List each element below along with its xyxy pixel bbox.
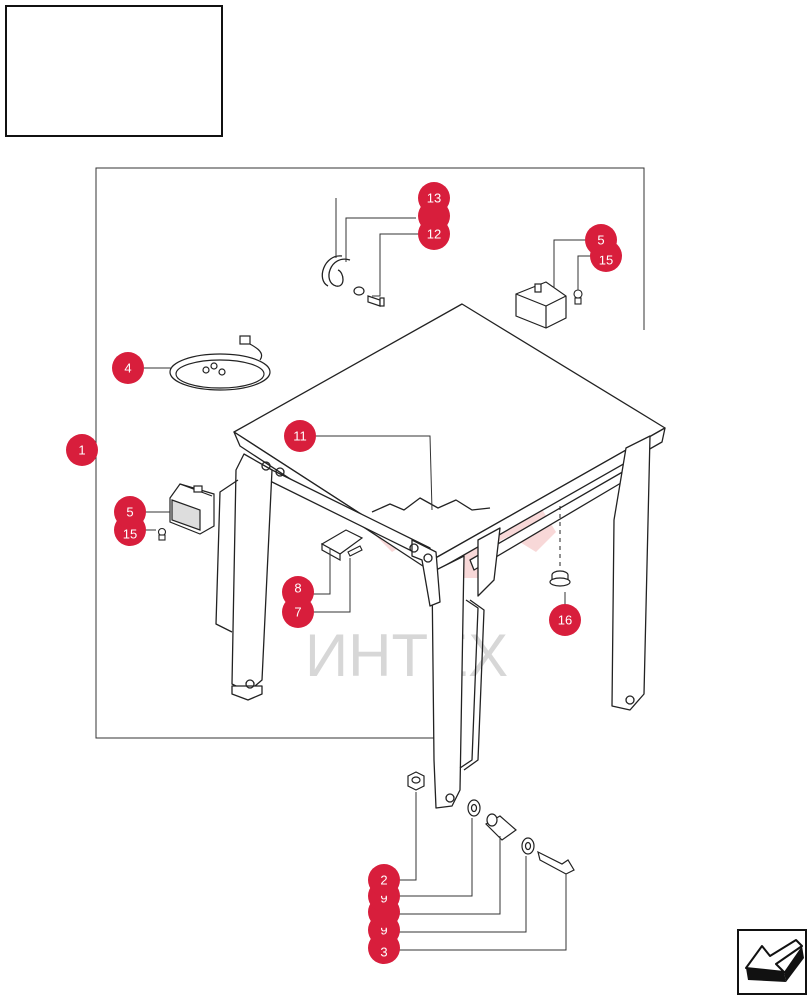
svg-text:2: 2 [380,873,387,888]
callout-4[interactable]: 4 [112,352,144,384]
svg-text:8: 8 [294,581,301,596]
callout-13[interactable]: 13 [418,182,450,214]
work-lamp-left [169,483,215,535]
wiring-harness [169,335,271,391]
rear-lamp-top [515,281,567,329]
callout-1[interactable]: 1 [66,434,98,466]
callout-7[interactable]: 7 [282,596,314,628]
svg-text:11: 11 [293,429,307,444]
watermark-text: ИНТЕХ [305,622,508,689]
callout-2[interactable]: 2 [368,864,400,896]
assembly-bracket [95,167,645,739]
svg-text:15: 15 [123,527,137,542]
svg-text:5: 5 [597,233,604,248]
plate-lamp [320,529,364,562]
callout-16[interactable]: 16 [549,604,581,636]
svg-text:12: 12 [427,227,441,242]
washer-bolt-part [353,286,385,307]
svg-text:9: 9 [380,891,387,906]
svg-text:15: 15 [599,253,613,268]
callout-5-left[interactable]: 5 [114,496,146,528]
svg-text:9: 9 [380,923,387,938]
svg-text:16: 16 [558,613,572,628]
svg-text:13: 13 [427,191,441,206]
next-page-arrow-icon[interactable] [737,929,807,995]
hardware-stack [407,771,575,875]
bulb-top [573,289,583,305]
svg-text:4: 4 [124,361,131,376]
svg-text:3: 3 [380,945,387,960]
title-box [5,5,223,137]
callout-11[interactable]: 11 [284,420,316,452]
rubber-stop [549,570,571,587]
callouts: 1 13 12 15 5 4 15 5 [66,182,622,964]
svg-text:5: 5 [126,505,133,520]
leader-lines [82,198,592,951]
svg-text:1: 1 [78,443,85,458]
callout-12[interactable]: 12 [418,218,450,250]
bulb-small [347,545,363,557]
bulb-left [157,527,167,541]
clip-part [321,255,351,287]
svg-text:7: 7 [294,605,301,620]
frame-assembly [215,303,666,809]
callout-5-top[interactable]: 5 [585,224,617,256]
